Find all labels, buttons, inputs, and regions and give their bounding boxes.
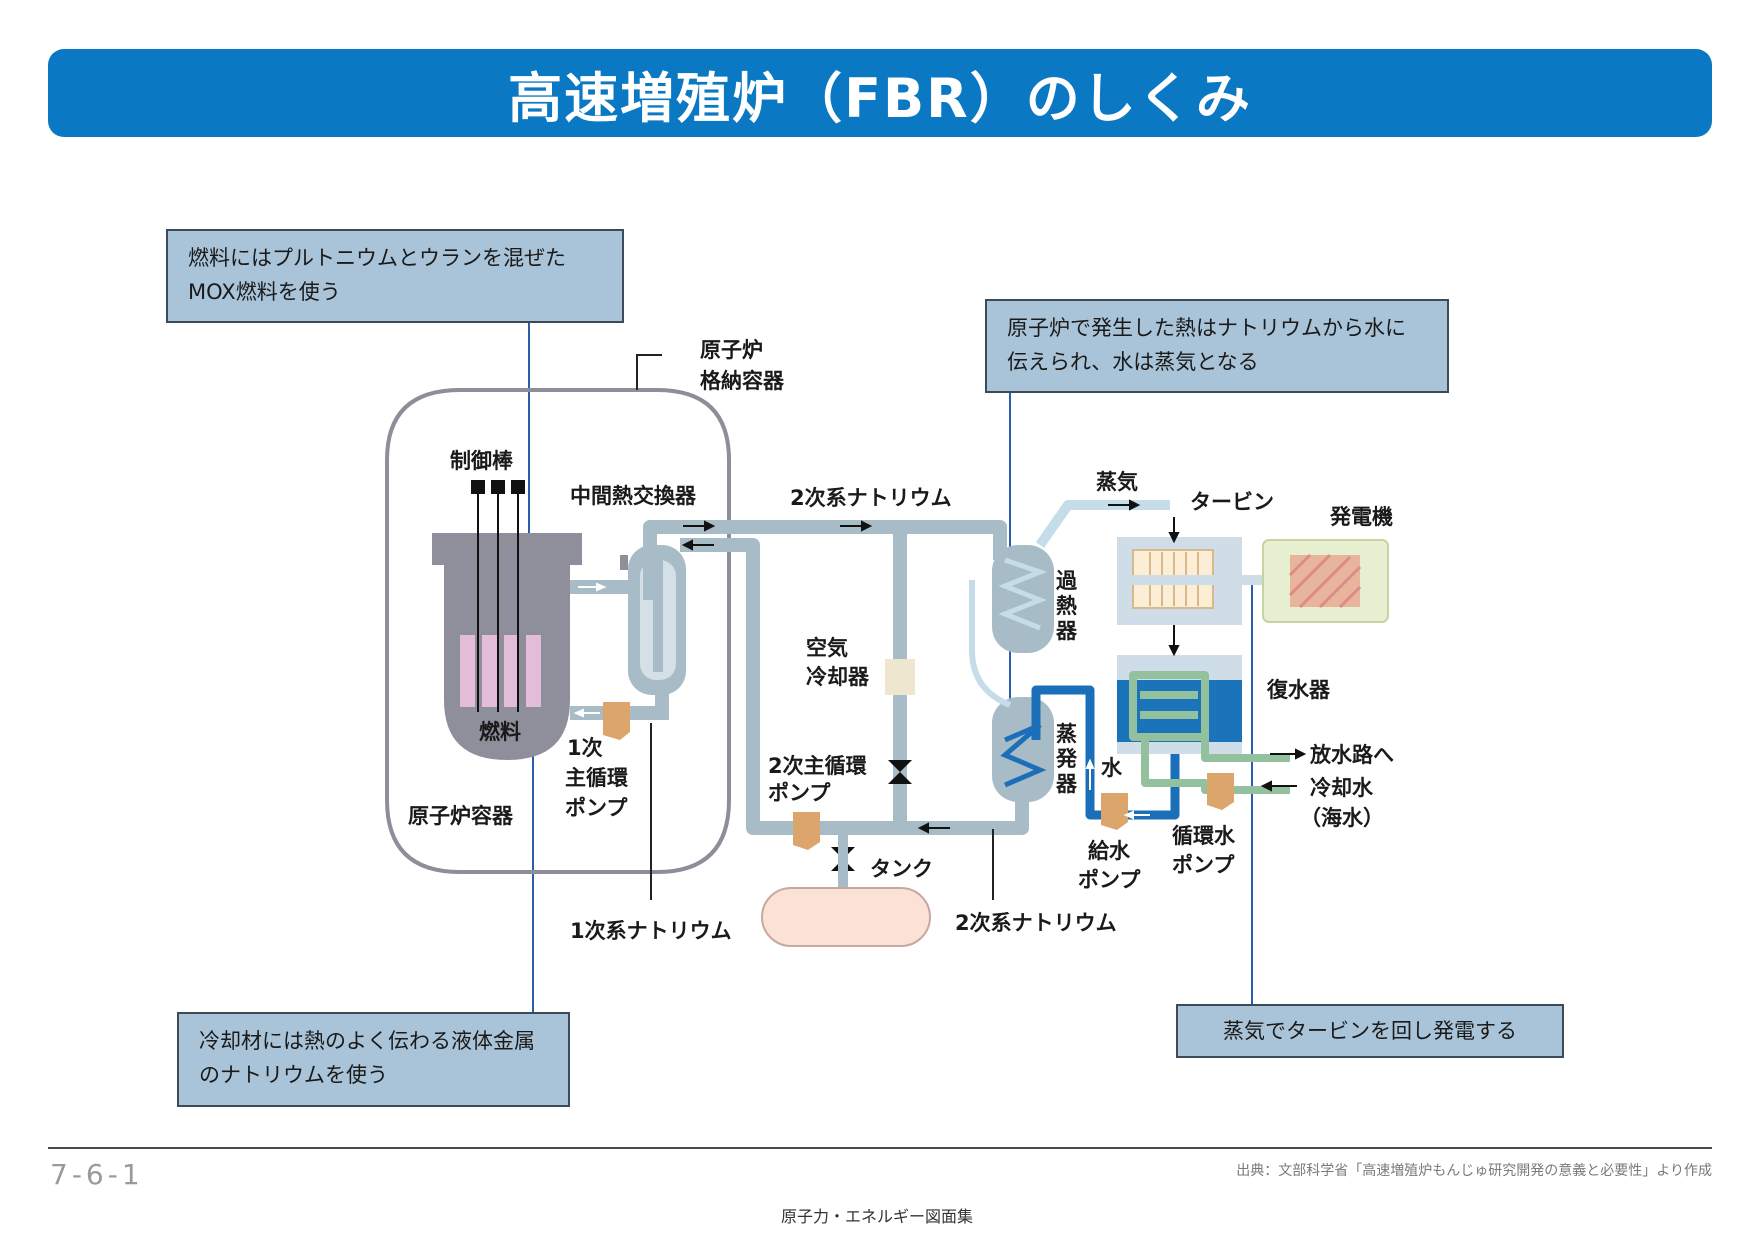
source-credit: 出典：文部科学省「高速増殖炉もんじゅ研究開発の意義と必要性」より作成 (1236, 1163, 1712, 1179)
containment-label: 原子炉 (700, 338, 763, 362)
feed-pump-label: 給水 (1088, 839, 1131, 863)
turbine-callout: 蒸気でタービンを回し発電する (1176, 1004, 1564, 1058)
water-label: 水 (1101, 756, 1123, 780)
title-bar: 高速増殖炉（FBR）のしくみ (48, 49, 1712, 137)
superheater-label-3: 器 (1055, 619, 1078, 643)
cooling-water-label: 冷却水 (1310, 776, 1374, 800)
circ-pump-label-2: ポンプ (1172, 853, 1235, 877)
evaporator-label-2: 発 (1055, 747, 1078, 771)
primary-pump-icon (603, 702, 630, 740)
control-rod-drive (511, 480, 525, 494)
page-number: 7-6-1 (50, 1158, 144, 1191)
primary-pump-label-3: ポンプ (565, 796, 628, 820)
fuel-rod (460, 635, 475, 707)
footer-divider (48, 1147, 1712, 1149)
primary-pump-label: 1次 (567, 736, 603, 760)
evaporator-label-3: 器 (1055, 772, 1078, 796)
fuel-label: 燃料 (479, 720, 521, 744)
secondary-pump-label: 2次主循環 (768, 754, 868, 778)
book-title: 原子力・エネルギー図面集 (780, 1207, 973, 1226)
turbine-label: タービン (1190, 490, 1274, 514)
turbine-shaft (1124, 575, 1344, 585)
secondary-sodium-top-label: 2次系ナトリウム (790, 486, 952, 510)
fuel-rod (526, 635, 541, 707)
reactor-vessel-label: 原子炉容器 (408, 804, 514, 828)
fuel-callout-line-1: 燃料にはプルトニウムとウランを混ぜた (188, 246, 566, 270)
secondary-pump-label-2: ポンプ (768, 781, 831, 805)
air-cooler-label: 空気 (806, 636, 848, 660)
air-cooler-label-2: 冷却器 (806, 665, 870, 689)
storage-tank (761, 887, 931, 947)
cooling-water-label-2: （海水） (1300, 806, 1384, 830)
primary-sodium-label: 1次系ナトリウム (570, 919, 732, 943)
coolant-callout-line-2: のナトリウムを使う (199, 1063, 388, 1087)
secondary-sodium-bottom-label: 2次系ナトリウム (955, 911, 1117, 935)
superheater-label-2: 熱 (1056, 594, 1077, 618)
ihx-label: 中間熱交換器 (570, 484, 697, 508)
heat-callout: 原子炉で発生した熱はナトリウムから水に 伝えられ、水は蒸気となる (985, 299, 1449, 393)
fuel-rod (482, 635, 497, 707)
condenser-label: 復水器 (1266, 678, 1331, 702)
control-rods-label: 制御棒 (450, 449, 514, 473)
circulation-pump-icon (1207, 773, 1234, 810)
feed-pump-label-2: ポンプ (1078, 868, 1141, 892)
evaporator-label: 蒸 (1056, 722, 1077, 746)
fuel-callout-line-2: MOX燃料を使う (188, 280, 341, 304)
evaporator (992, 697, 1054, 802)
control-rods (477, 490, 519, 712)
flow-arrows (681, 499, 1307, 834)
tank-label: タンク (870, 857, 933, 881)
fuel-callout: 燃料にはプルトニウムとウランを混ぜた MOX燃料を使う (166, 229, 624, 323)
heat-callout-line-1: 原子炉で発生した熱はナトリウムから水に (1007, 316, 1406, 340)
page-title: 高速増殖炉（FBR）のしくみ (508, 66, 1252, 130)
turbine-callout-text: 蒸気でタービンを回し発電する (1223, 1019, 1517, 1043)
air-cooler-valve-icon (888, 760, 912, 784)
steam-label: 蒸気 (1096, 470, 1138, 494)
containment-label-2: 格納容器 (700, 369, 785, 393)
feedwater-pipe (1031, 685, 1180, 820)
discharge-label: 放水路へ (1309, 743, 1394, 767)
containment-vessel (385, 388, 731, 874)
coolant-callout-line-1: 冷却材には熱のよく伝わる液体金属 (199, 1029, 535, 1053)
superheater (992, 545, 1054, 653)
generator-label: 発電機 (1329, 505, 1393, 529)
fuel-rod (504, 635, 519, 707)
primary-pump-label-2: 主循環 (565, 766, 629, 790)
control-rod-drive (491, 480, 505, 494)
fuel-assembly (460, 635, 541, 707)
circ-pump-label: 循環水 (1172, 824, 1236, 848)
feed-pump-icon (1101, 793, 1128, 830)
superheater-label: 過 (1056, 569, 1078, 593)
air-cooler (885, 659, 915, 695)
secondary-pump-icon (793, 812, 820, 850)
containment-leader (636, 354, 662, 390)
coolant-callout: 冷却材には熱のよく伝わる液体金属 のナトリウムを使う (177, 1012, 570, 1107)
control-rod-drive (471, 480, 485, 494)
heat-callout-line-2: 伝えられ、水は蒸気となる (1007, 350, 1259, 374)
